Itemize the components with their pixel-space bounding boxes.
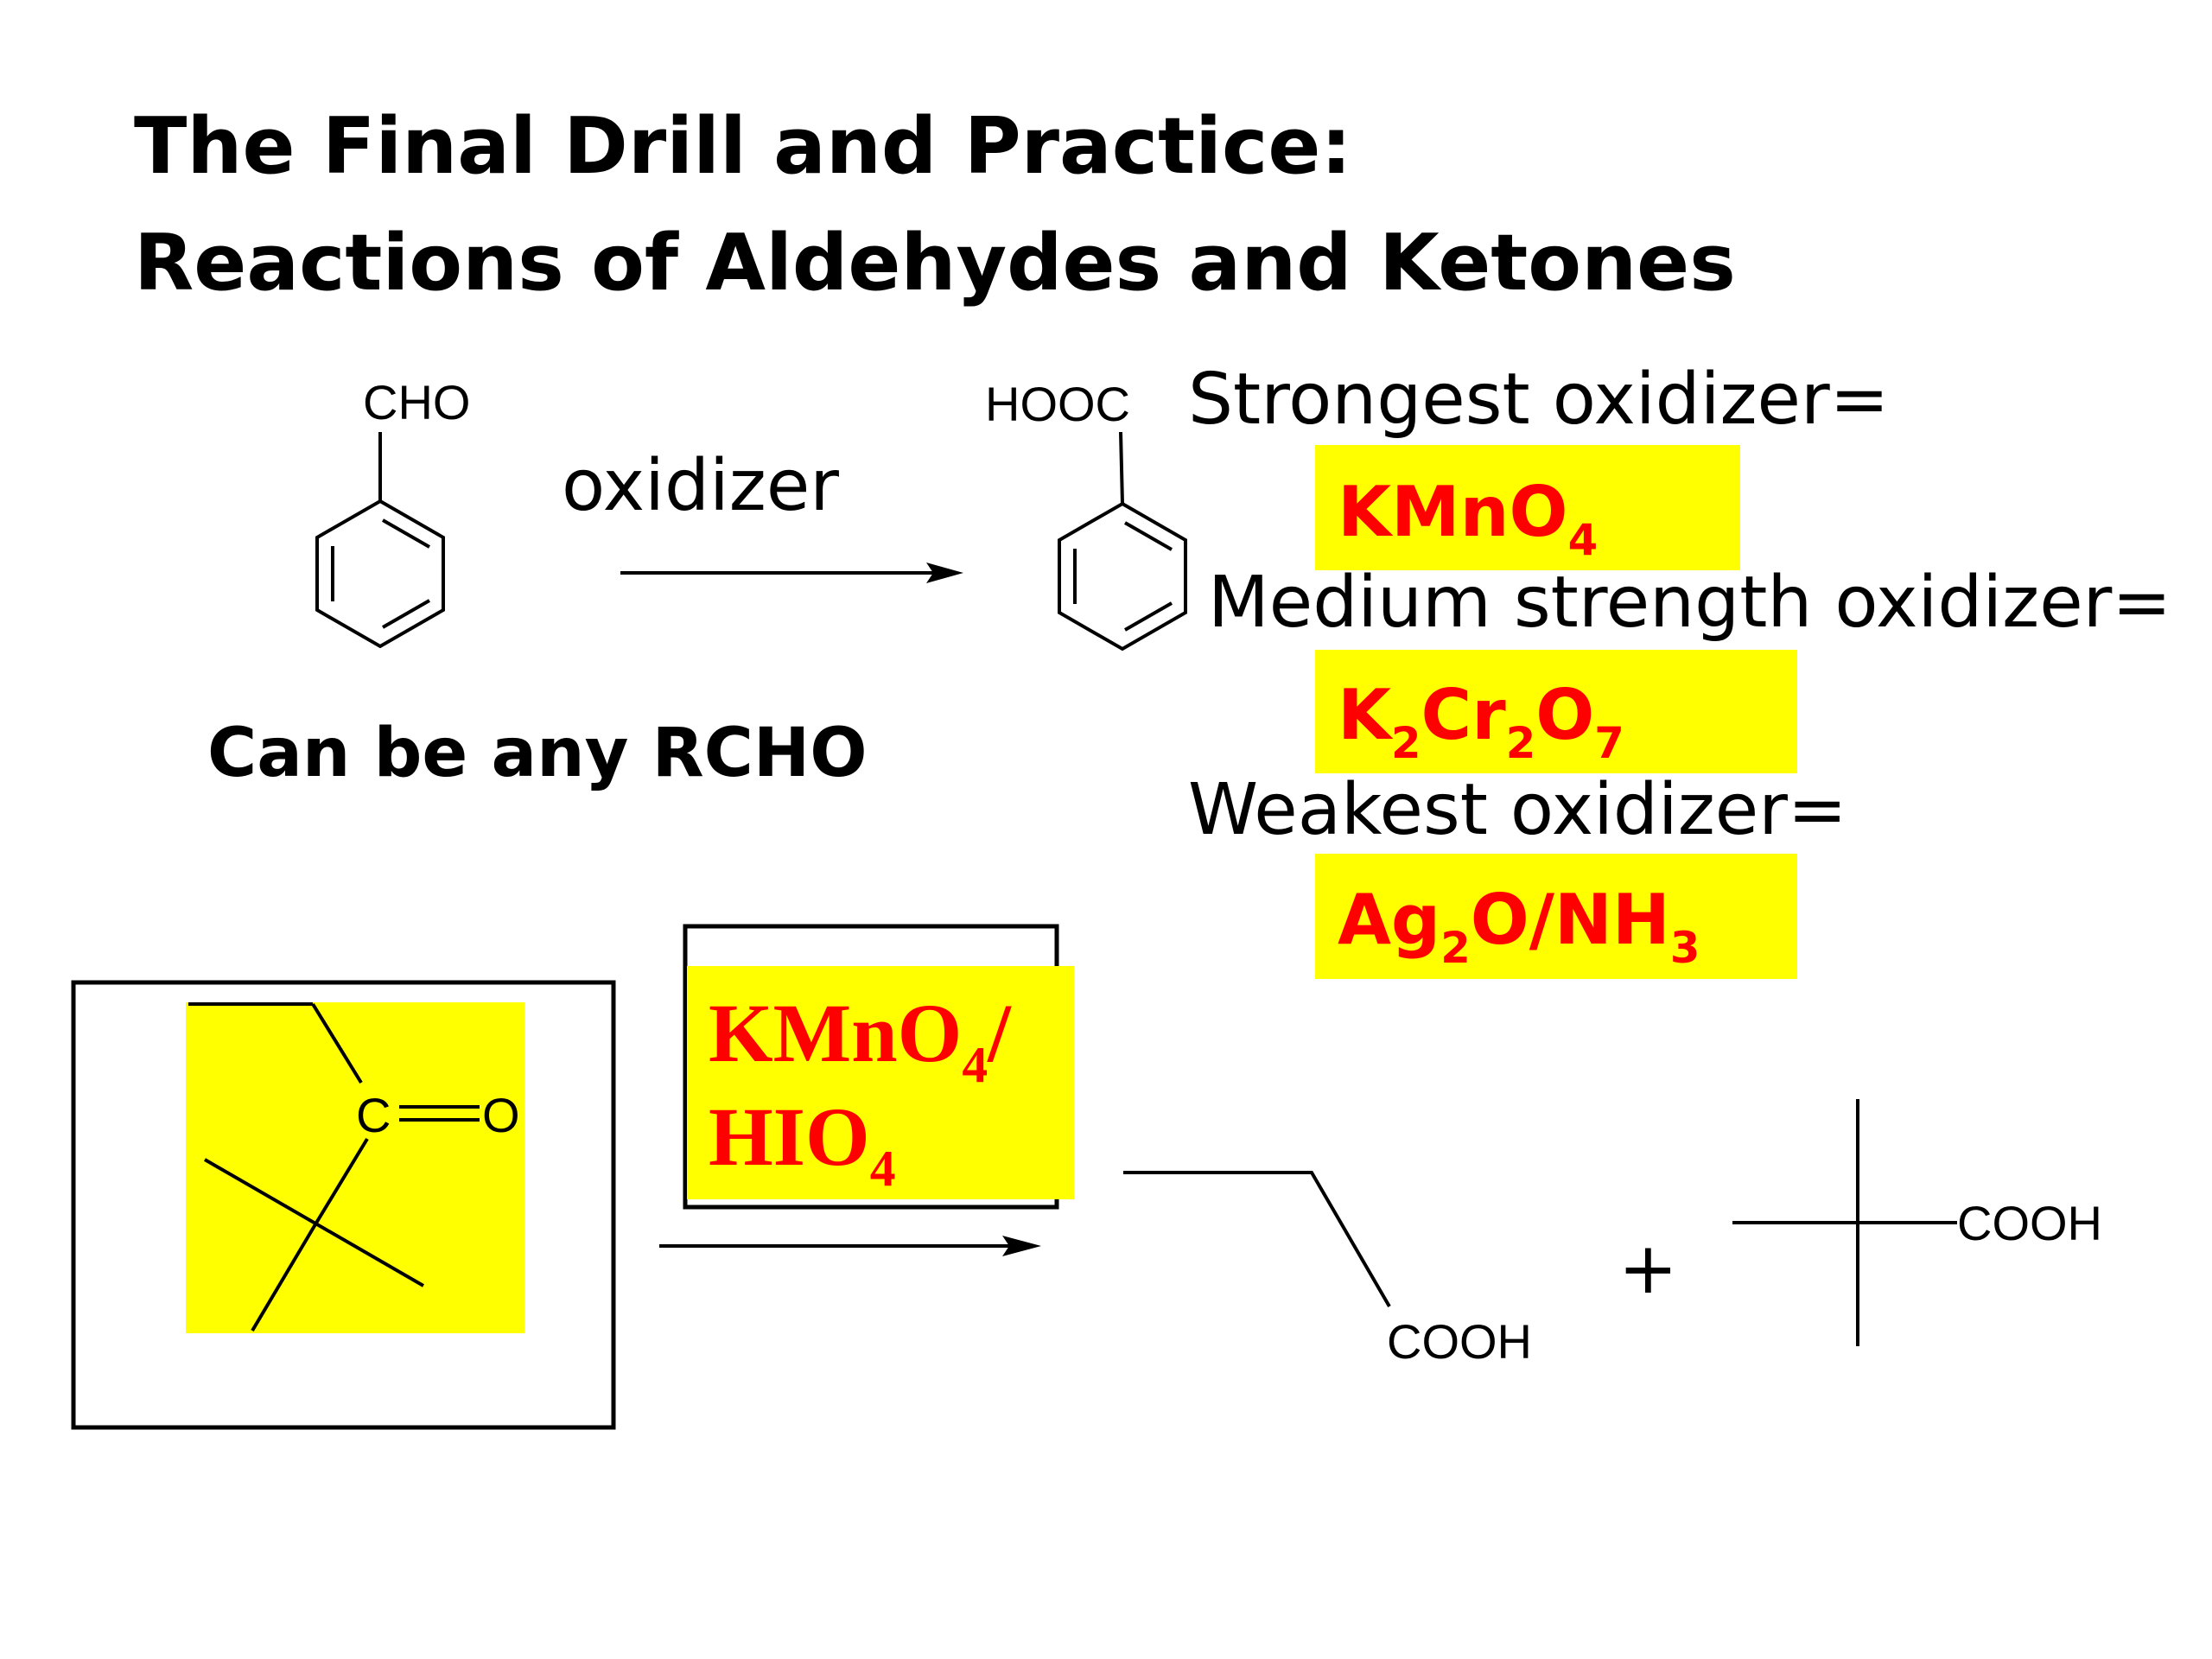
oxidizer-label: oxidizer	[562, 445, 839, 527]
benzoic-acid-structure: HOOC	[985, 377, 1187, 652]
weakest-oxidizer-label: Weakest oxidizer=	[1188, 769, 1847, 851]
title-line-1: The Final Drill and Practice:	[134, 101, 1351, 192]
medium-oxidizer-highlight	[1315, 650, 1797, 773]
ketone-structure: C O	[188, 1002, 520, 1332]
title-line-2: Reactions of Aldehydes and Ketones	[134, 218, 1736, 308]
hooc-label: HOOC	[985, 377, 1130, 431]
any-rcho-note: Can be any RCHO	[207, 715, 868, 792]
weakest-oxidizer-highlight	[1315, 854, 1797, 979]
ketone-carbon: C	[356, 1088, 391, 1142]
reaction-arrow-1	[620, 563, 963, 583]
propanoic-acid-structure: COOH	[1123, 1171, 1532, 1369]
reagent-kmno4-hio4-line2: HIO4	[709, 1090, 895, 1197]
pivalic-acid-structure: COOH	[1732, 1099, 2102, 1346]
ketone-box	[71, 980, 616, 1430]
reagent-kmno4-hio4-line1: KMnO4/	[709, 987, 1012, 1093]
medium-oxidizer-label: Medium strength oxidizer=	[1208, 562, 2171, 644]
ketone-highlight	[186, 1002, 524, 1333]
plus-sign: +	[1618, 1228, 1678, 1310]
cho-label: CHO	[363, 375, 470, 429]
ketone-oxygen: O	[482, 1088, 520, 1142]
strongest-oxidizer-highlight	[1315, 445, 1740, 570]
reaction-arrow-2	[659, 1236, 1041, 1256]
product2-cooh-label: COOH	[1957, 1196, 2102, 1250]
benzaldehyde-structure: CHO	[315, 375, 470, 649]
strongest-oxidizer-formula: KMnO4	[1338, 472, 1598, 565]
reagent-highlight	[687, 966, 1074, 1199]
weakest-oxidizer-formula: Ag2O/NH3	[1338, 880, 1700, 973]
medium-oxidizer-formula: K2Cr2O7	[1338, 675, 1624, 768]
product1-cooh-label: COOH	[1387, 1314, 1532, 1369]
strongest-oxidizer-label: Strongest oxidizer=	[1188, 359, 1889, 441]
